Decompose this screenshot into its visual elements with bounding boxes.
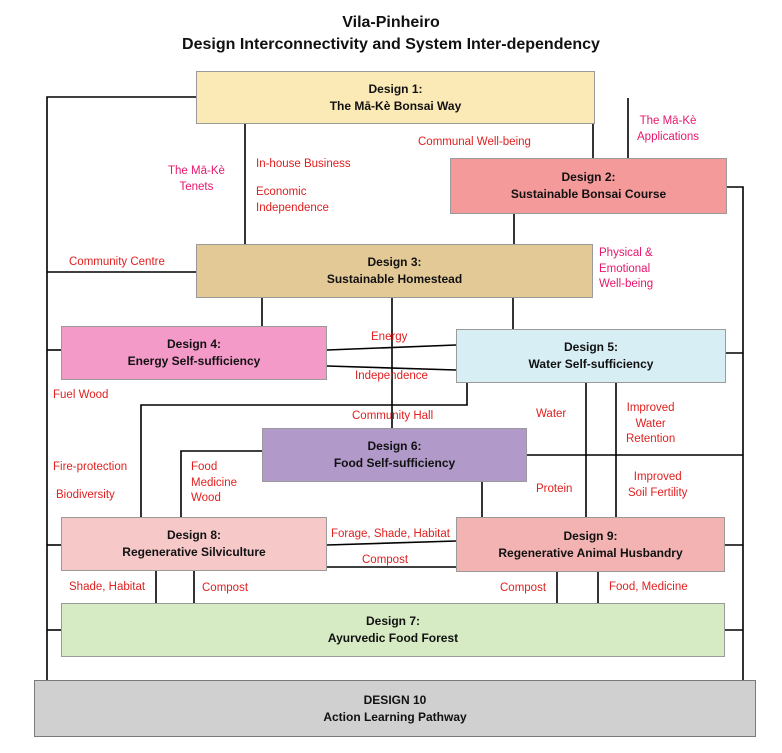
design-3-box: Design 3: Sustainable Homestead bbox=[196, 244, 593, 298]
label-improved-soil-fertility: Improved Soil Fertility bbox=[628, 471, 688, 499]
design-1-name: The Mā-Kè Bonsai Way bbox=[329, 98, 462, 113]
connector-d6-d8 bbox=[180, 450, 262, 517]
label-compost-middle: Compost bbox=[362, 554, 409, 566]
design-5-label: Design 5: bbox=[563, 340, 618, 354]
connector-right-rail bbox=[727, 186, 744, 680]
design-8-name: Regenerative Silviculture bbox=[122, 545, 266, 559]
label-fire-protection: Fire-protection bbox=[53, 461, 128, 473]
design-8-label: Design 8: bbox=[166, 528, 221, 542]
design-1-box: Design 1: The Mā-Kè Bonsai Way bbox=[196, 71, 595, 124]
label-physical-emotional: Physical & Emotional Well-being bbox=[599, 247, 654, 290]
design-4-name: Energy Self-sufficiency bbox=[127, 354, 261, 368]
connector-d4-d5-independence bbox=[326, 365, 457, 371]
label-economic-independence: Economic Independence bbox=[256, 186, 329, 214]
design-7-box: Design 7: Ayurvedic Food Forest bbox=[61, 603, 725, 657]
design-7-label: Design 7: bbox=[365, 614, 420, 628]
design-2-box: Design 2: Sustainable Bonsai Course bbox=[450, 158, 727, 214]
label-community-centre: Community Centre bbox=[69, 256, 165, 268]
label-community-hall: Community Hall bbox=[352, 410, 434, 422]
design-3-label: Design 3: bbox=[367, 255, 422, 269]
label-improved-water-retention: Improved Water Retention bbox=[626, 402, 676, 445]
label-inhouse-business: In-house Business bbox=[256, 158, 351, 170]
label-communal-wellbeing: Communal Well-being bbox=[418, 136, 531, 148]
diagram-subtitle: Design Interconnectivity and System Inte… bbox=[182, 36, 600, 53]
diagram-title: Vila-Pinheiro bbox=[342, 14, 440, 31]
design-5-name: Water Self-sufficiency bbox=[528, 357, 654, 371]
design-2-name: Sustainable Bonsai Course bbox=[510, 187, 667, 201]
label-food-medicine-wood: Food Medicine Wood bbox=[191, 461, 238, 504]
connector-d8-d9-forage bbox=[326, 540, 457, 546]
design-7-name: Ayurvedic Food Forest bbox=[327, 631, 459, 645]
connector-left-rail bbox=[46, 96, 196, 680]
design-4-box: Design 4: Energy Self-sufficiency bbox=[61, 326, 327, 380]
label-energy: Energy bbox=[371, 331, 408, 343]
label-compost-right: Compost bbox=[500, 582, 547, 594]
design-10-label: DESIGN 10 bbox=[363, 692, 427, 707]
label-forage-shade-habitat: Forage, Shade, Habitat bbox=[331, 528, 450, 540]
design-6-box: Design 6: Food Self-sufficiency bbox=[262, 428, 527, 482]
label-make-applications: The Mā-Kè Applications bbox=[637, 115, 700, 143]
design-3-name: Sustainable Homestead bbox=[326, 272, 463, 286]
label-biodiversity: Biodiversity bbox=[56, 489, 115, 501]
design-5-box: Design 5: Water Self-sufficiency bbox=[456, 329, 726, 383]
label-water: Water bbox=[536, 408, 567, 420]
design-10-name: Action Learning Pathway bbox=[323, 709, 467, 724]
design-10-box: DESIGN 10 Action Learning Pathway bbox=[34, 680, 756, 737]
label-make-tenets: The Mā-Kè Tenets bbox=[168, 165, 225, 193]
design-2-label: Design 2: bbox=[561, 170, 616, 184]
design-8-box: Design 8: Regenerative Silviculture bbox=[61, 517, 327, 571]
design-9-name: Regenerative Animal Husbandry bbox=[498, 545, 683, 560]
label-food-medicine: Food, Medicine bbox=[609, 581, 688, 593]
label-protein: Protein bbox=[536, 483, 573, 495]
design-9-label: Design 9: bbox=[563, 528, 618, 543]
label-fuel-wood: Fuel Wood bbox=[53, 389, 109, 401]
design-9-box: Design 9: Regenerative Animal Husbandry bbox=[456, 517, 725, 572]
label-shade-habitat: Shade, Habitat bbox=[69, 581, 146, 593]
connector-d5-d8 bbox=[140, 383, 468, 517]
design-6-name: Food Self-sufficiency bbox=[333, 456, 456, 470]
label-independence: Independence bbox=[355, 370, 428, 382]
connector-d4-d5-energy bbox=[326, 344, 457, 351]
design-6-label: Design 6: bbox=[367, 439, 422, 453]
label-compost-left: Compost bbox=[202, 582, 249, 594]
design-4-label: Design 4: bbox=[166, 337, 221, 351]
design-1-label: Design 1: bbox=[368, 81, 423, 96]
